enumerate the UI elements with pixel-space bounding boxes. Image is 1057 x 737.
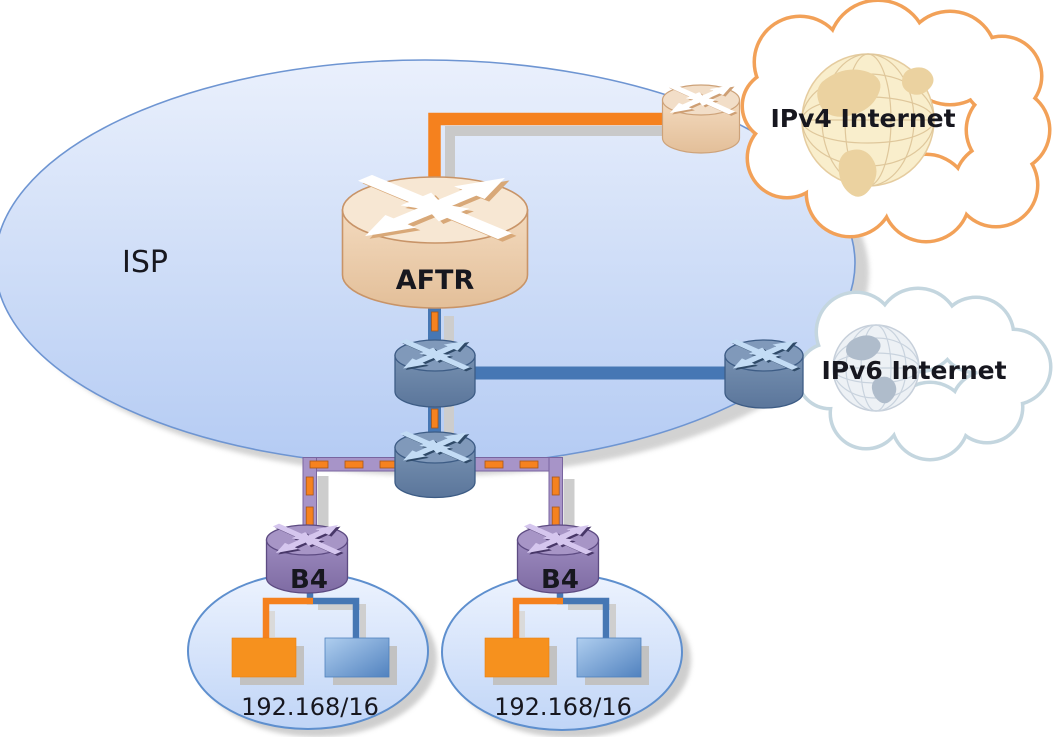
ipv4-edge-router-icon bbox=[661, 82, 742, 154]
lan-link-blue bbox=[556, 590, 610, 641]
subnet-label: 192.168/16 bbox=[241, 693, 379, 721]
ipv4-internet-cloud: IPv4 Internet bbox=[740, 0, 1052, 244]
b4-router-right-icon: B4 bbox=[516, 522, 600, 595]
lan-shadow bbox=[318, 604, 366, 641]
core-router-lower-icon bbox=[394, 429, 476, 499]
ipv6-host-box-blue bbox=[324, 637, 390, 678]
ipv4-uplink bbox=[428, 112, 700, 200]
aftr-core-link bbox=[428, 296, 454, 354]
ipv6-host-box-blue bbox=[576, 637, 642, 678]
lan-link-orange bbox=[512, 597, 563, 641]
b4-label: B4 bbox=[541, 565, 579, 595]
globe-icon bbox=[832, 324, 920, 412]
b4-label: B4 bbox=[290, 565, 328, 595]
core-router-upper-icon bbox=[394, 337, 476, 408]
isp-label: ISP bbox=[122, 245, 168, 280]
links bbox=[302, 112, 770, 541]
aftr-router-icon: AFTR bbox=[341, 171, 529, 309]
aftr-label: AFTR bbox=[396, 265, 475, 296]
lan-link-orange bbox=[262, 597, 313, 641]
ipv6-edge-router-icon bbox=[724, 337, 804, 409]
ipv4-uplink-shadow bbox=[445, 126, 694, 196]
customer-site-right: 192.168/16 bbox=[441, 573, 691, 737]
core-core-link bbox=[428, 400, 454, 442]
b4-router-left-icon: B4 bbox=[265, 522, 349, 595]
ipv6-internet-label: IPv6 Internet bbox=[821, 356, 1006, 385]
customer-site-left: 192.168/16 bbox=[187, 572, 437, 737]
ipv6-internet-cloud: IPv6 Internet bbox=[795, 286, 1053, 462]
ipv4-internet-label: IPv4 Internet bbox=[770, 104, 955, 133]
globe-icon bbox=[801, 53, 935, 197]
ipv4-host-box-orange bbox=[231, 637, 297, 678]
subnet-label: 192.168/16 bbox=[494, 693, 632, 721]
lan-shadow bbox=[568, 604, 616, 641]
lan-link-blue bbox=[306, 590, 360, 641]
ipv6-link bbox=[450, 366, 770, 380]
ipv4-host-box-orange bbox=[484, 637, 550, 678]
